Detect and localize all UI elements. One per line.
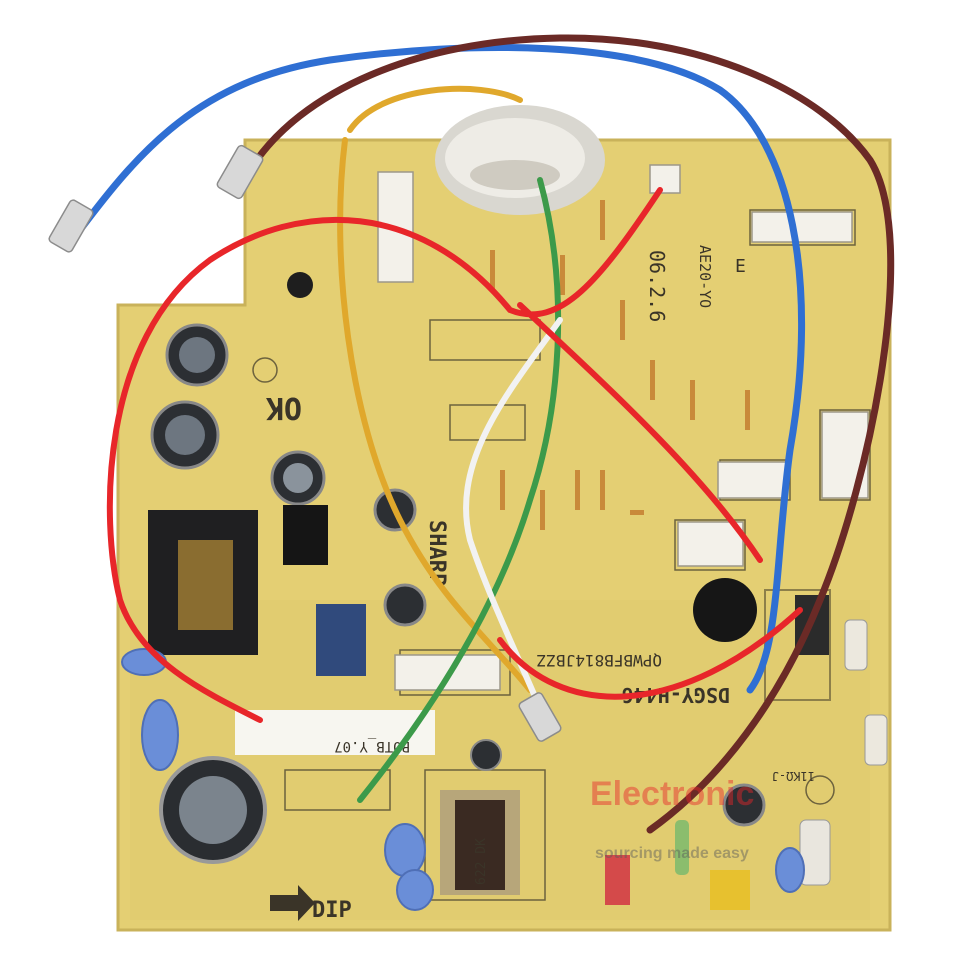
date-code-text: AE20-YO	[696, 245, 714, 308]
capacitors	[150, 323, 766, 864]
watermark-line2: sourcing made easy	[595, 845, 749, 862]
wire-yellow	[337, 85, 533, 693]
wire-harness	[76, 34, 895, 834]
small-components	[490, 200, 888, 910]
film-capacitors	[121, 648, 805, 911]
sticker-text: BOTB_Y.07	[334, 738, 410, 754]
spade-terminals	[48, 144, 562, 742]
part-number-text: QPWBFB814JBZZ	[536, 651, 662, 670]
date-code-2-text: 06.2.6	[645, 250, 669, 322]
large-components	[148, 272, 831, 895]
inspect-mark-text: OK	[266, 390, 302, 425]
watermark-line1: Electronic	[590, 775, 754, 813]
ferrite-core	[435, 105, 605, 215]
wire-brown	[246, 34, 895, 834]
wire-red	[106, 187, 803, 723]
connectors	[377, 164, 869, 691]
transformer-label-text: 622 DK	[474, 838, 489, 885]
watermark: Electronic sourcing made easy	[590, 775, 754, 862]
wire-green	[357, 177, 562, 803]
board-markings: QPWBFB814JBZZ DSGY-H446 AE20-YO 06.2.6 S…	[266, 245, 815, 923]
jumper-label-text: 11KΩ-J	[772, 769, 815, 783]
wire-blue	[76, 44, 805, 694]
dip-arrow-icon	[270, 885, 315, 921]
rating-mark-text: E	[735, 256, 746, 277]
dip-label-text: DIP	[312, 898, 352, 923]
